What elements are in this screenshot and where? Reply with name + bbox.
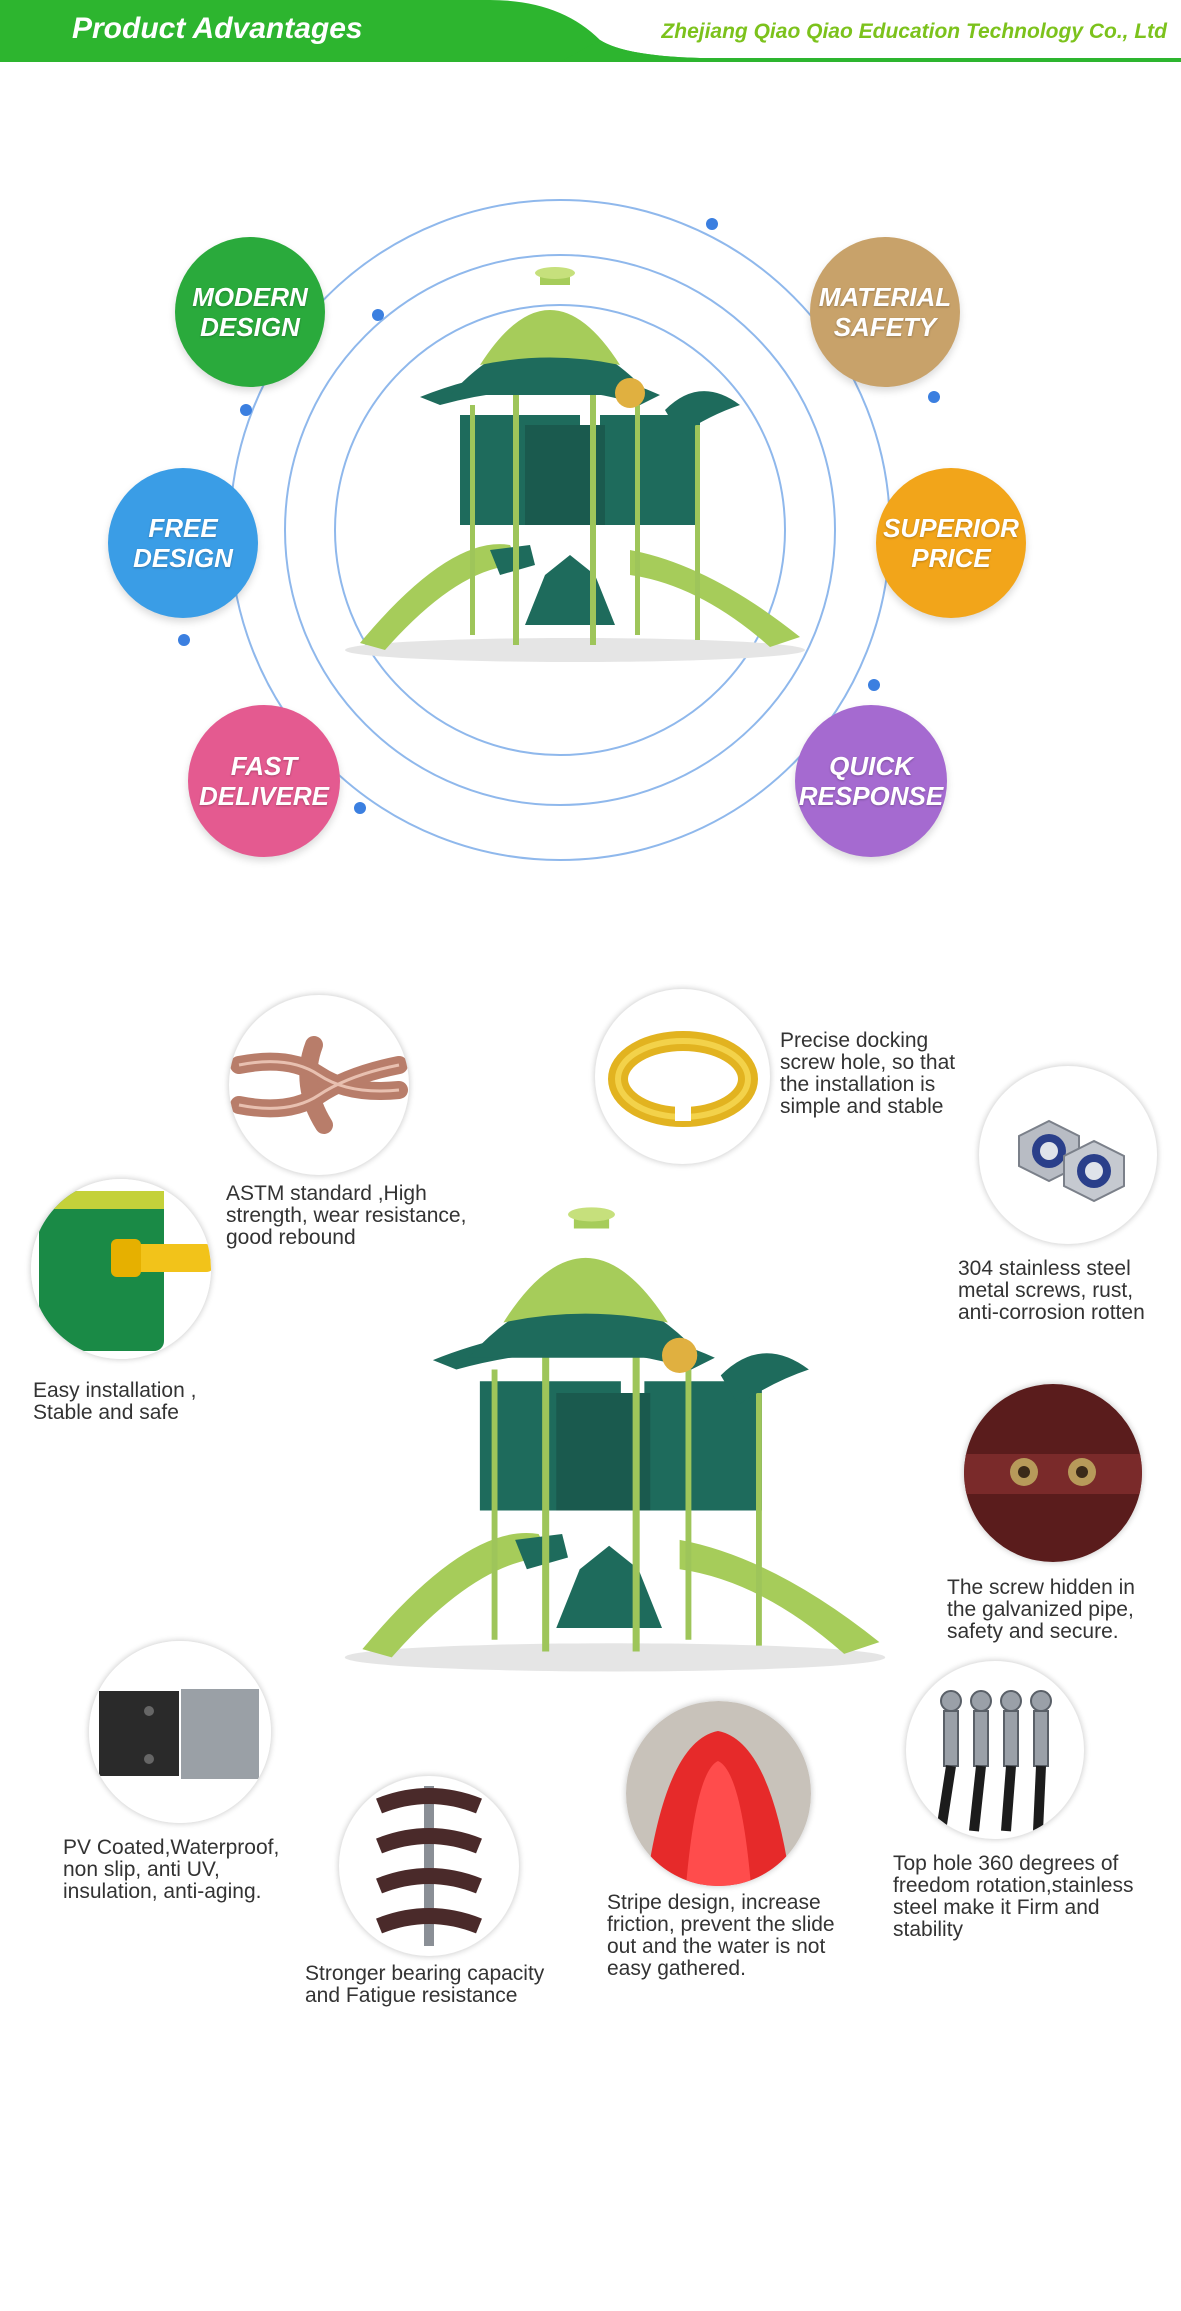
rope-knot-image <box>228 994 410 1176</box>
feature-text-line: Stripe design, increase <box>607 1891 821 1914</box>
advantage-label: RESPONSE <box>798 781 944 811</box>
feature-text-line: ASTM standard ,High <box>226 1182 427 1205</box>
feature-text-line: insulation, anti-aging. <box>63 1880 262 1903</box>
feature-text-line: friction, prevent the slide <box>607 1913 835 1936</box>
feature-text-line: screw hole, so that <box>780 1051 956 1074</box>
advantage-label: FAST <box>230 751 298 781</box>
header-banner <box>0 0 1181 62</box>
advantage-modern-design: MODERN DESIGN <box>175 237 325 387</box>
advantage-label: PRICE <box>911 543 991 573</box>
feature-text-line: non slip, anti UV, <box>63 1858 220 1881</box>
pipe-clamp-image <box>594 988 771 1165</box>
feature-text-line: steel make it Firm and <box>893 1896 1100 1919</box>
feature-text-line: PV Coated,Waterproof, <box>63 1836 280 1859</box>
advantage-label: QUICK <box>829 751 913 781</box>
feature-text-line: easy gathered. <box>607 1957 746 1980</box>
advantage-label: FREE <box>148 513 218 543</box>
feature-text-line: freedom rotation,stainless <box>893 1874 1134 1897</box>
feature-text-line: the installation is <box>780 1073 936 1096</box>
advantage-label: DELIVERE <box>198 781 330 811</box>
feature-text-line: metal screws, rust, <box>958 1279 1134 1302</box>
feature-text-line: and Fatigue resistance <box>305 1984 518 2007</box>
advantage-label: DESIGN <box>133 543 233 573</box>
advantage-material-safety: MATERIAL SAFETY <box>810 237 960 387</box>
slide-stripe-image <box>625 1700 812 1887</box>
feature-text-line: Stronger bearing capacity <box>305 1962 545 1985</box>
playground-illustration-top <box>345 267 805 662</box>
feature-panel-text: Easy installation ,Stable and safe <box>33 1380 196 1424</box>
feature-pv-text: PV Coated,Waterproof,non slip, anti UV,i… <box>63 1837 279 1903</box>
advantage-quick-response: QUICK RESPONSE <box>795 705 947 857</box>
advantage-superior-price: SUPERIOR PRICE <box>876 468 1026 618</box>
feature-text-line: Stable and safe <box>33 1401 179 1424</box>
lock-nut-image <box>978 1065 1158 1245</box>
feature-text-line: out and the water is not <box>607 1935 826 1958</box>
advantage-label: DESIGN <box>200 312 300 342</box>
feature-text-line: The screw hidden in <box>947 1576 1135 1599</box>
advantage-fast-delivere: FAST DELIVERE <box>188 705 340 857</box>
feature-text-line: strength, wear resistance, <box>226 1204 467 1227</box>
feature-text-line: safety and secure. <box>947 1620 1119 1643</box>
feature-text-line: 304 stainless steel <box>958 1257 1131 1280</box>
panel-connector-image <box>30 1178 212 1360</box>
feature-text-line: anti-corrosion rotten <box>958 1301 1145 1324</box>
pv-coated-image <box>88 1640 272 1824</box>
advantage-label: SUPERIOR <box>883 513 1019 543</box>
feature-text-line: the galvanized pipe, <box>947 1598 1134 1621</box>
hidden-screw-image <box>963 1383 1143 1563</box>
company-name: Zhejiang Qiao Qiao Education Technology … <box>661 20 1167 43</box>
feature-text-line: Top hole 360 degrees of <box>893 1852 1119 1875</box>
advantage-label: SAFETY <box>833 312 937 342</box>
feature-text-line: Precise docking <box>780 1029 929 1052</box>
advantage-free-design: FREE DESIGN <box>108 468 258 618</box>
feature-text-line: Easy installation , <box>33 1379 197 1402</box>
feature-text-line: simple and stable <box>780 1095 944 1118</box>
page-title: Product Advantages <box>72 12 363 45</box>
spring-image <box>338 1775 520 1957</box>
feature-text-line: stability <box>893 1918 964 1941</box>
playground-illustration-bottom <box>344 1207 886 1672</box>
swivel-hook-image <box>905 1660 1085 1840</box>
feature-text-line: good rebound <box>226 1226 356 1249</box>
advantage-label: MATERIAL <box>818 282 952 312</box>
advantage-label: MODERN <box>192 282 308 312</box>
